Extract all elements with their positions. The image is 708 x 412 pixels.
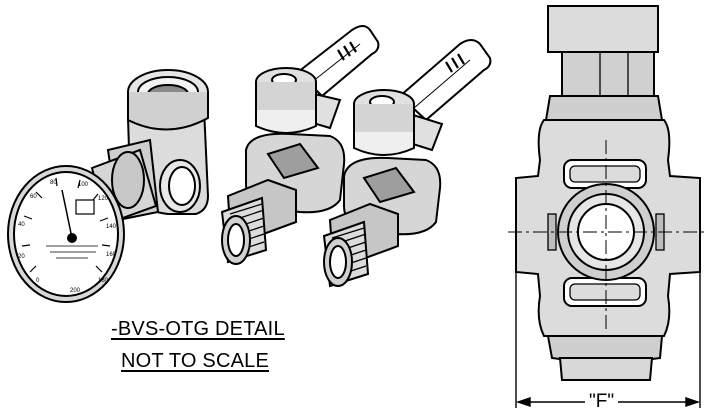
valve-side-view bbox=[515, 5, 701, 381]
dial-number: 180 bbox=[98, 278, 109, 284]
thermometer-gauge-icon bbox=[7, 148, 158, 303]
dial-number: 80 bbox=[50, 180, 57, 186]
detail-caption-title: -BVS-OTG DETAIL bbox=[111, 318, 285, 340]
dial-number: 160 bbox=[106, 252, 117, 258]
gauge-dial-numbers: 0 20 40 60 80 100 120 140 160 180 200 bbox=[18, 180, 117, 294]
ball-valve-1 bbox=[220, 25, 380, 265]
dial-number: 140 bbox=[106, 224, 117, 230]
center-lines bbox=[508, 140, 704, 330]
detail-caption-scale: NOT TO SCALE bbox=[121, 350, 270, 372]
dial-number: 120 bbox=[98, 196, 109, 202]
dial-number: 40 bbox=[18, 222, 25, 228]
dial-number: 60 bbox=[30, 194, 37, 200]
dial-number: 20 bbox=[18, 254, 25, 260]
ball-valve-2 bbox=[322, 39, 492, 288]
dial-number: 0 bbox=[36, 278, 40, 284]
dial-number: 200 bbox=[70, 288, 81, 294]
dimension-label: "F" bbox=[585, 392, 619, 411]
dial-number: 100 bbox=[78, 182, 89, 188]
